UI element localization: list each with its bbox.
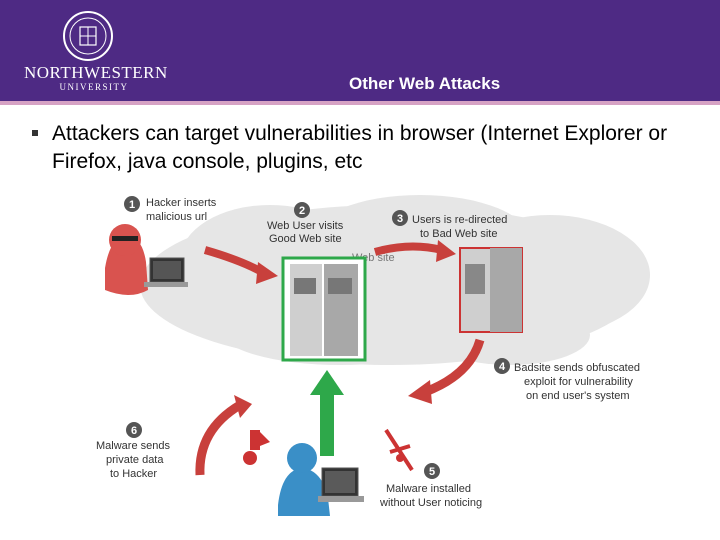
step-4-number: 4 — [499, 361, 506, 373]
attack-diagram: Web site — [96, 195, 650, 516]
step-6-number: 6 — [131, 425, 137, 437]
arrow-5-green — [310, 370, 344, 456]
logo-wordmark: NORTHWESTERN — [24, 63, 168, 82]
bad-server-icon — [459, 247, 523, 333]
university-logo: NORTHWESTERN UNIVERSITY — [24, 63, 168, 93]
step-3-number: 3 — [397, 213, 403, 225]
hacker-icon — [105, 224, 188, 295]
slide-title: Other Web Attacks — [349, 74, 501, 93]
user-icon — [278, 443, 364, 516]
good-server-icon — [281, 256, 367, 362]
university-seal-icon — [63, 11, 113, 61]
data-leak-icon — [243, 430, 270, 465]
logo-subtitle: UNIVERSITY — [59, 82, 129, 92]
step-2-number: 2 — [299, 205, 305, 217]
bullet-text: Attackers can target vulnerabilities in … — [52, 122, 668, 173]
arrow-1 — [203, 246, 278, 284]
slide-header: NORTHWESTERN UNIVERSITY Other Web Attack… — [0, 0, 720, 101]
step-5-number: 5 — [429, 466, 435, 478]
step-1-number: 1 — [129, 199, 135, 211]
arrow-4 — [408, 338, 485, 404]
arrow-3 — [373, 240, 456, 262]
arrow-6 — [195, 395, 252, 476]
malware-bug-icon — [384, 428, 414, 472]
bullet-icon — [32, 130, 38, 136]
header-divider — [0, 101, 720, 105]
